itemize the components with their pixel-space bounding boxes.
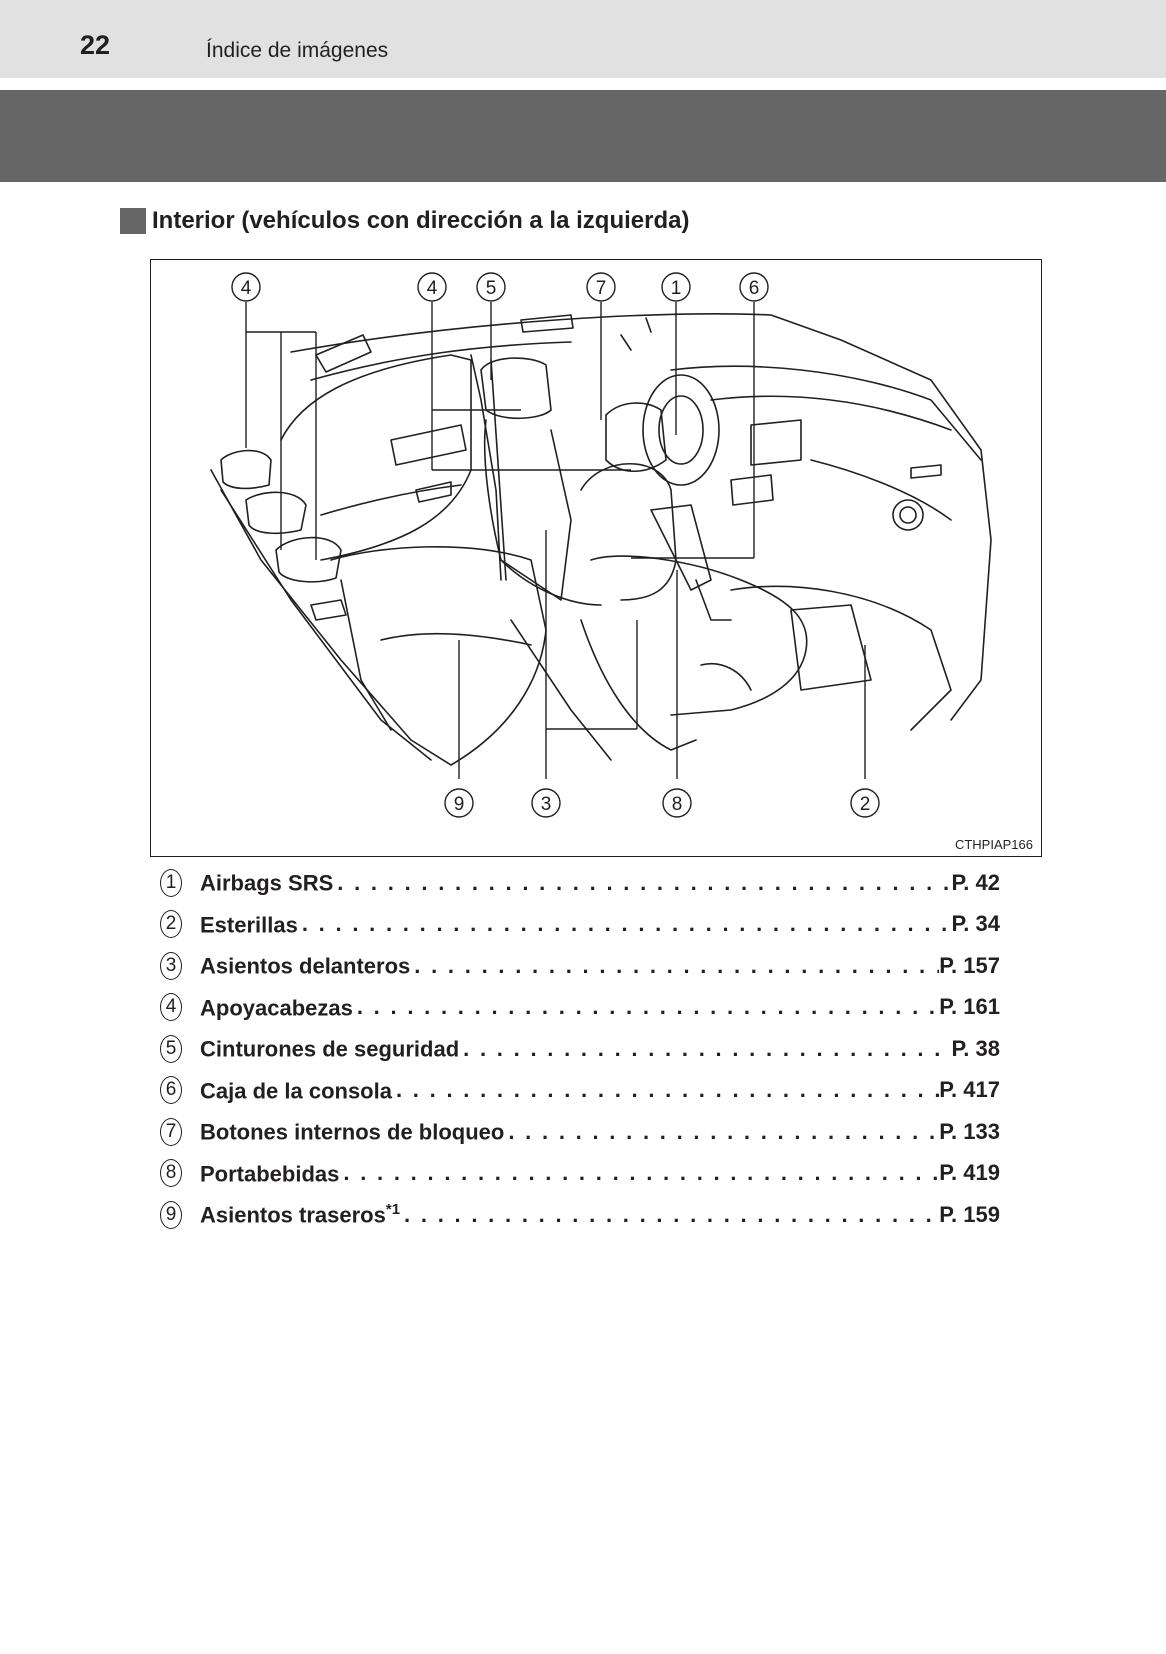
list-item: 8 Portabebidas. . . . . . . . . . . . . .… bbox=[160, 1153, 1000, 1195]
list-item: 7 Botones internos de bloqueo. . . . . . … bbox=[160, 1111, 1000, 1153]
callout-4-left: 4 bbox=[231, 272, 261, 302]
list-item: 6 Caja de la consola. . . . . . . . . . .… bbox=[160, 1070, 1000, 1112]
page-reference-link[interactable]: P. 161 bbox=[939, 994, 1000, 1020]
vehicle-line-art bbox=[210, 313, 992, 766]
callout-circles: 4 4 5 7 1 6 9 3 8 2 bbox=[231, 272, 880, 818]
item-label: Cinturones de seguridad bbox=[200, 1036, 460, 1062]
svg-text:8: 8 bbox=[672, 794, 683, 815]
callout-7: 7 bbox=[586, 272, 616, 302]
page-number: 22 bbox=[80, 30, 111, 60]
item-number-badge: 4 bbox=[160, 993, 182, 1022]
callout-5: 5 bbox=[476, 272, 506, 302]
running-title: Índice de imágenes bbox=[206, 39, 389, 62]
dot-leader: . . . . . . . . . . . . . . . . . . . . … bbox=[463, 1035, 951, 1061]
page-reference-link[interactable]: P. 133 bbox=[939, 1118, 1000, 1144]
page-reference-link[interactable]: P. 419 bbox=[939, 1160, 1000, 1186]
dot-leader: . . . . . . . . . . . . . . . . . . . . … bbox=[301, 911, 952, 937]
item-label: Airbags SRS bbox=[200, 870, 334, 896]
page-reference-link[interactable]: P. 42 bbox=[951, 869, 1000, 895]
section-banner bbox=[0, 90, 1166, 182]
item-label: Asientos traseros*1 bbox=[200, 1201, 401, 1228]
car-interior-drawing: 4 4 5 7 1 6 9 3 8 2 bbox=[210, 272, 992, 818]
heading-marker-icon bbox=[120, 208, 146, 234]
figure-code: CTHPIAP166 bbox=[954, 837, 1033, 852]
item-number-badge: 7 bbox=[160, 1117, 182, 1146]
page-reference-link[interactable]: P. 34 bbox=[951, 911, 1000, 937]
callout-4-mid: 4 bbox=[417, 272, 447, 302]
item-number-badge: 2 bbox=[160, 910, 182, 939]
header-band bbox=[0, 0, 1166, 78]
item-label: Botones internos de bloqueo bbox=[200, 1119, 505, 1145]
callout-8: 8 bbox=[662, 788, 692, 818]
svg-text:4: 4 bbox=[241, 278, 252, 299]
item-number-badge: 3 bbox=[160, 951, 182, 980]
dot-leader: . . . . . . . . . . . . . . . . . . . . … bbox=[404, 1201, 939, 1227]
svg-text:9: 9 bbox=[454, 794, 465, 815]
list-item: 9 Asientos traseros*1. . . . . . . . . . … bbox=[160, 1194, 1000, 1236]
callout-6: 6 bbox=[739, 272, 769, 302]
svg-text:6: 6 bbox=[749, 278, 760, 299]
item-label: Portabebidas bbox=[200, 1160, 340, 1186]
svg-text:7: 7 bbox=[596, 278, 607, 299]
item-label: Caja de la consola bbox=[200, 1077, 392, 1103]
item-label: Asientos delanteros bbox=[200, 953, 411, 979]
callout-2: 2 bbox=[850, 788, 880, 818]
dot-leader: . . . . . . . . . . . . . . . . . . . . … bbox=[414, 952, 939, 978]
page-reference-link[interactable]: P. 159 bbox=[939, 1201, 1000, 1227]
section-title: Interior (vehículos con dirección a la i… bbox=[152, 207, 690, 234]
item-number-badge: 9 bbox=[160, 1200, 182, 1229]
item-label: Apoyacabezas bbox=[200, 994, 353, 1020]
list-item: 2 Esterillas. . . . . . . . . . . . . . .… bbox=[160, 904, 1000, 946]
page-reference-link[interactable]: P. 417 bbox=[939, 1077, 1000, 1103]
callout-1: 1 bbox=[661, 272, 691, 302]
dot-leader: . . . . . . . . . . . . . . . . . . . . … bbox=[508, 1118, 939, 1144]
svg-text:2: 2 bbox=[860, 794, 871, 815]
page-reference-link[interactable]: P. 157 bbox=[939, 952, 1000, 978]
svg-text:3: 3 bbox=[541, 794, 552, 815]
item-number-badge: 1 bbox=[160, 868, 182, 897]
dot-leader: . . . . . . . . . . . . . . . . . . . . … bbox=[395, 1077, 939, 1103]
callout-leaders bbox=[245, 302, 866, 779]
interior-illustration: 4 4 5 7 1 6 9 3 8 2 CTHPIAP166 bbox=[150, 259, 1042, 857]
svg-text:1: 1 bbox=[671, 278, 682, 299]
item-label: Esterillas bbox=[200, 911, 298, 937]
dot-leader: . . . . . . . . . . . . . . . . . . . . … bbox=[337, 869, 952, 895]
callout-3: 3 bbox=[531, 788, 561, 818]
item-number-badge: 8 bbox=[160, 1159, 182, 1188]
list-item: 4 Apoyacabezas. . . . . . . . . . . . . .… bbox=[160, 987, 1000, 1029]
list-item: 5 Cinturones de seguridad. . . . . . . . … bbox=[160, 1028, 1000, 1070]
section-heading: Interior (vehículos con dirección a la i… bbox=[120, 206, 689, 236]
list-item: 3 Asientos delanteros. . . . . . . . . . … bbox=[160, 945, 1000, 987]
list-item: 1 Airbags SRS. . . . . . . . . . . . . . … bbox=[160, 862, 1000, 904]
page-reference-link[interactable]: P. 38 bbox=[951, 1035, 1000, 1061]
dot-leader: . . . . . . . . . . . . . . . . . . . . … bbox=[343, 1160, 939, 1186]
callout-9: 9 bbox=[444, 788, 474, 818]
item-number-badge: 5 bbox=[160, 1034, 182, 1063]
svg-text:4: 4 bbox=[427, 278, 438, 299]
dot-leader: . . . . . . . . . . . . . . . . . . . . … bbox=[356, 994, 939, 1020]
item-number-badge: 6 bbox=[160, 1076, 182, 1105]
svg-text:5: 5 bbox=[486, 278, 497, 299]
